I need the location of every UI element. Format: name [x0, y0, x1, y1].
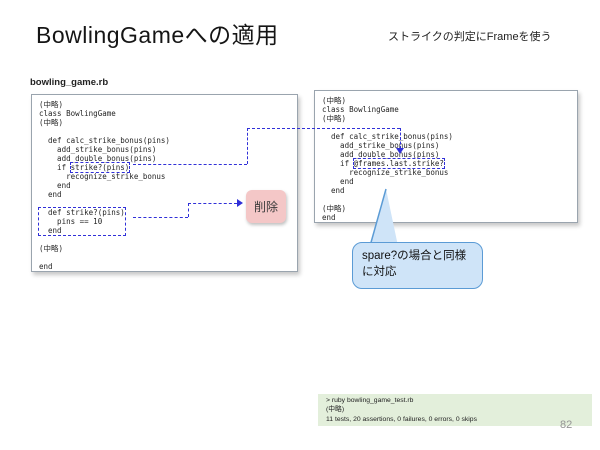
code-line: def strike?(pins) — [39, 208, 125, 217]
code-panel-before: (中略)class BowlingGame(中略) def calc_strik… — [31, 94, 298, 272]
code-line: def calc_strike_bonus(pins) — [39, 136, 170, 145]
delete-callout: 削除 — [246, 190, 286, 223]
slide-title: BowlingGameへの適用 — [36, 22, 279, 48]
code-line: (中略) — [39, 118, 64, 127]
code-line: class BowlingGame — [322, 105, 399, 114]
arrow-right-icon — [237, 199, 243, 207]
highlight-box: strike?(pins) — [69, 162, 131, 173]
highlight-box: @frames.last.strike? — [352, 158, 445, 169]
code-line: add_strike_bonus(pins) — [322, 141, 440, 150]
connector-strike-h2 — [247, 128, 400, 129]
highlight-block-box: def strike?(pins) pins == 10 end — [38, 207, 126, 236]
connector-delete-v1 — [188, 203, 189, 217]
connector-delete-h2 — [188, 203, 237, 204]
code-line: if strike?(pins) — [39, 162, 131, 173]
speech-bubble: spare?の場合と同様に対応 — [352, 242, 483, 289]
code-line: recognize_strike_bonus — [39, 172, 166, 181]
terminal-line: (中略) — [326, 406, 345, 414]
terminal-line: > ruby bowling_game_test.rb — [326, 397, 414, 404]
code-line: add_double_bonus(pins) — [39, 154, 157, 163]
code-line — [39, 253, 293, 262]
code-line: add_double_bonus(pins) — [322, 150, 440, 159]
code-line: end — [39, 226, 62, 235]
code-line: end — [322, 213, 336, 222]
code-line — [39, 235, 293, 244]
code-line: (中略) — [39, 100, 64, 109]
code-line: end — [322, 177, 354, 186]
code-line: recognize_strike_bonus — [322, 168, 449, 177]
connector-strike-h1 — [133, 164, 247, 165]
code-line: class BowlingGame — [39, 109, 116, 118]
code-line: pins == 10 — [39, 217, 103, 226]
file-name-label: bowling_game.rb — [30, 77, 109, 88]
code-line: (中略) — [322, 96, 347, 105]
page-number: 82 — [560, 419, 573, 431]
code-line: end — [322, 186, 345, 195]
terminal-line: 11 tests, 20 assertions, 0 failures, 0 e… — [326, 415, 477, 423]
connector-strike-v2 — [400, 128, 401, 149]
code-line — [322, 195, 573, 204]
code-line: end — [39, 262, 53, 271]
connector-delete-h1 — [133, 217, 188, 218]
code-line: add_strike_bonus(pins) — [39, 145, 157, 154]
code-line: end — [39, 181, 71, 190]
arrow-down-icon — [396, 148, 404, 154]
code-line: (中略) — [322, 114, 347, 123]
code-line: if @frames.last.strike? — [322, 158, 445, 169]
slide-subtitle: ストライクの判定にFrameを使う — [388, 31, 552, 43]
code-panel-after: (中略)class BowlingGame(中略) def calc_strik… — [314, 90, 578, 223]
code-line: end — [39, 190, 62, 199]
code-line: (中略) — [322, 204, 347, 213]
code-line: def calc_strike_bonus(pins) — [322, 132, 453, 141]
connector-strike-v1 — [247, 128, 248, 164]
code-line: (中略) — [39, 244, 64, 253]
terminal-output: > ruby bowling_game_test.rb (中略)11 tests,… — [318, 394, 592, 426]
